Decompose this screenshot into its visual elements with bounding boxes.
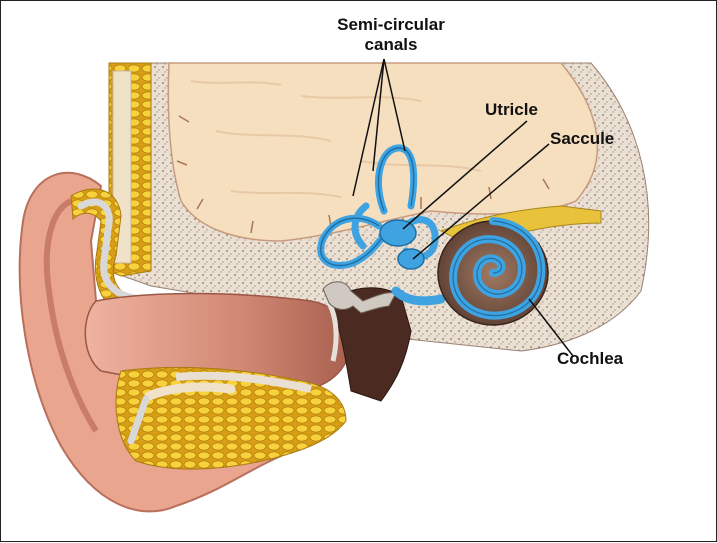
fat-lower [116,367,346,469]
label-semicircular-canals: Semi-circular canals [322,15,460,55]
saccule [398,249,424,269]
label-utricle: Utricle [485,100,538,120]
utricle [380,220,416,246]
label-saccule: Saccule [550,129,614,149]
label-cochlea: Cochlea [557,349,623,369]
